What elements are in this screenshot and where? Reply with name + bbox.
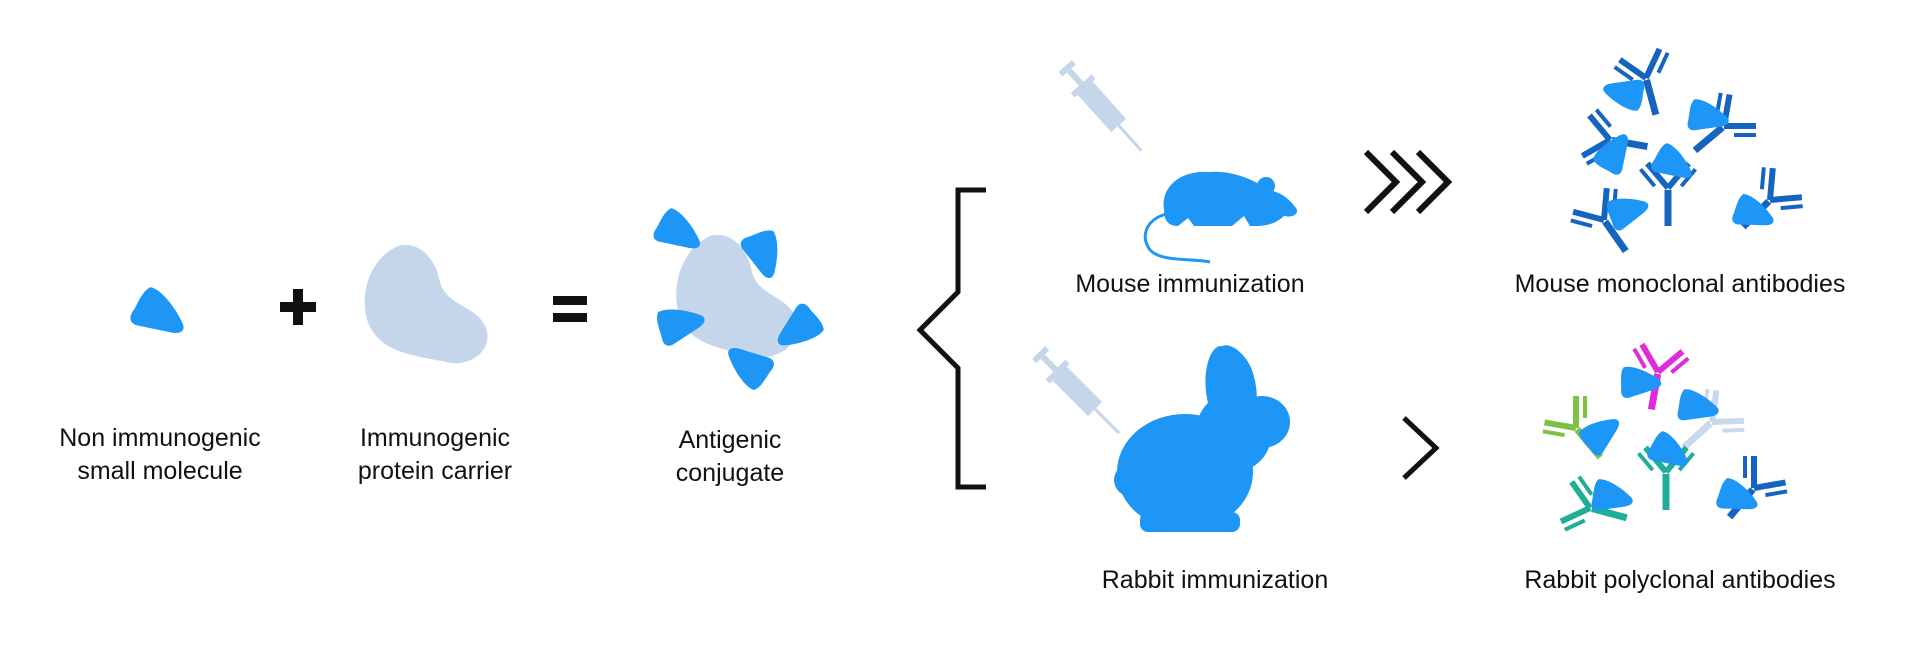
small-molecule-label-line2: small molecule <box>77 457 243 485</box>
antigenic-conjugate-icon <box>645 204 828 392</box>
conjugate-label-line2: conjugate <box>675 459 785 487</box>
rabbit-icon <box>1114 345 1290 532</box>
small-molecule-label: Non immunogenic small molecule <box>40 422 280 488</box>
mouse-immunization-label: Mouse immunization <box>1075 270 1305 298</box>
rabbit-polyclonal-antibodies-label: Rabbit polyclonal antibodies <box>1524 566 1836 594</box>
mouse-icon <box>1143 171 1298 264</box>
mouse-monoclonal-antibodies-label: Mouse monoclonal antibodies <box>1514 270 1846 298</box>
chevron-icon <box>1402 416 1440 480</box>
rabbit-polyclonal-antibodies-icon <box>1536 340 1794 546</box>
protein-carrier-icon <box>364 244 488 364</box>
protein-carrier-label-line1: Immunogenic <box>359 424 511 452</box>
equals-icon <box>553 296 587 322</box>
rabbit-immunization-label: Rabbit immunization <box>1101 566 1329 594</box>
plus-icon <box>280 289 316 325</box>
syringe-icon <box>1028 342 1130 444</box>
conjugate-label-line1: Antigenic <box>678 426 782 454</box>
mouse-monoclonal-antibodies-icon <box>1565 44 1810 268</box>
small-molecule-label-line1: Non immunogenic <box>59 424 261 452</box>
syringe-icon <box>1054 56 1152 161</box>
conjugate-label: Antigenic conjugate <box>640 424 820 490</box>
protein-carrier-label: Immunogenic protein carrier <box>320 422 550 488</box>
triple-chevron-icon <box>1363 149 1453 215</box>
protein-carrier-label-line2: protein carrier <box>357 457 513 485</box>
bracket-icon <box>916 187 986 490</box>
small-molecule-icon <box>125 282 185 341</box>
